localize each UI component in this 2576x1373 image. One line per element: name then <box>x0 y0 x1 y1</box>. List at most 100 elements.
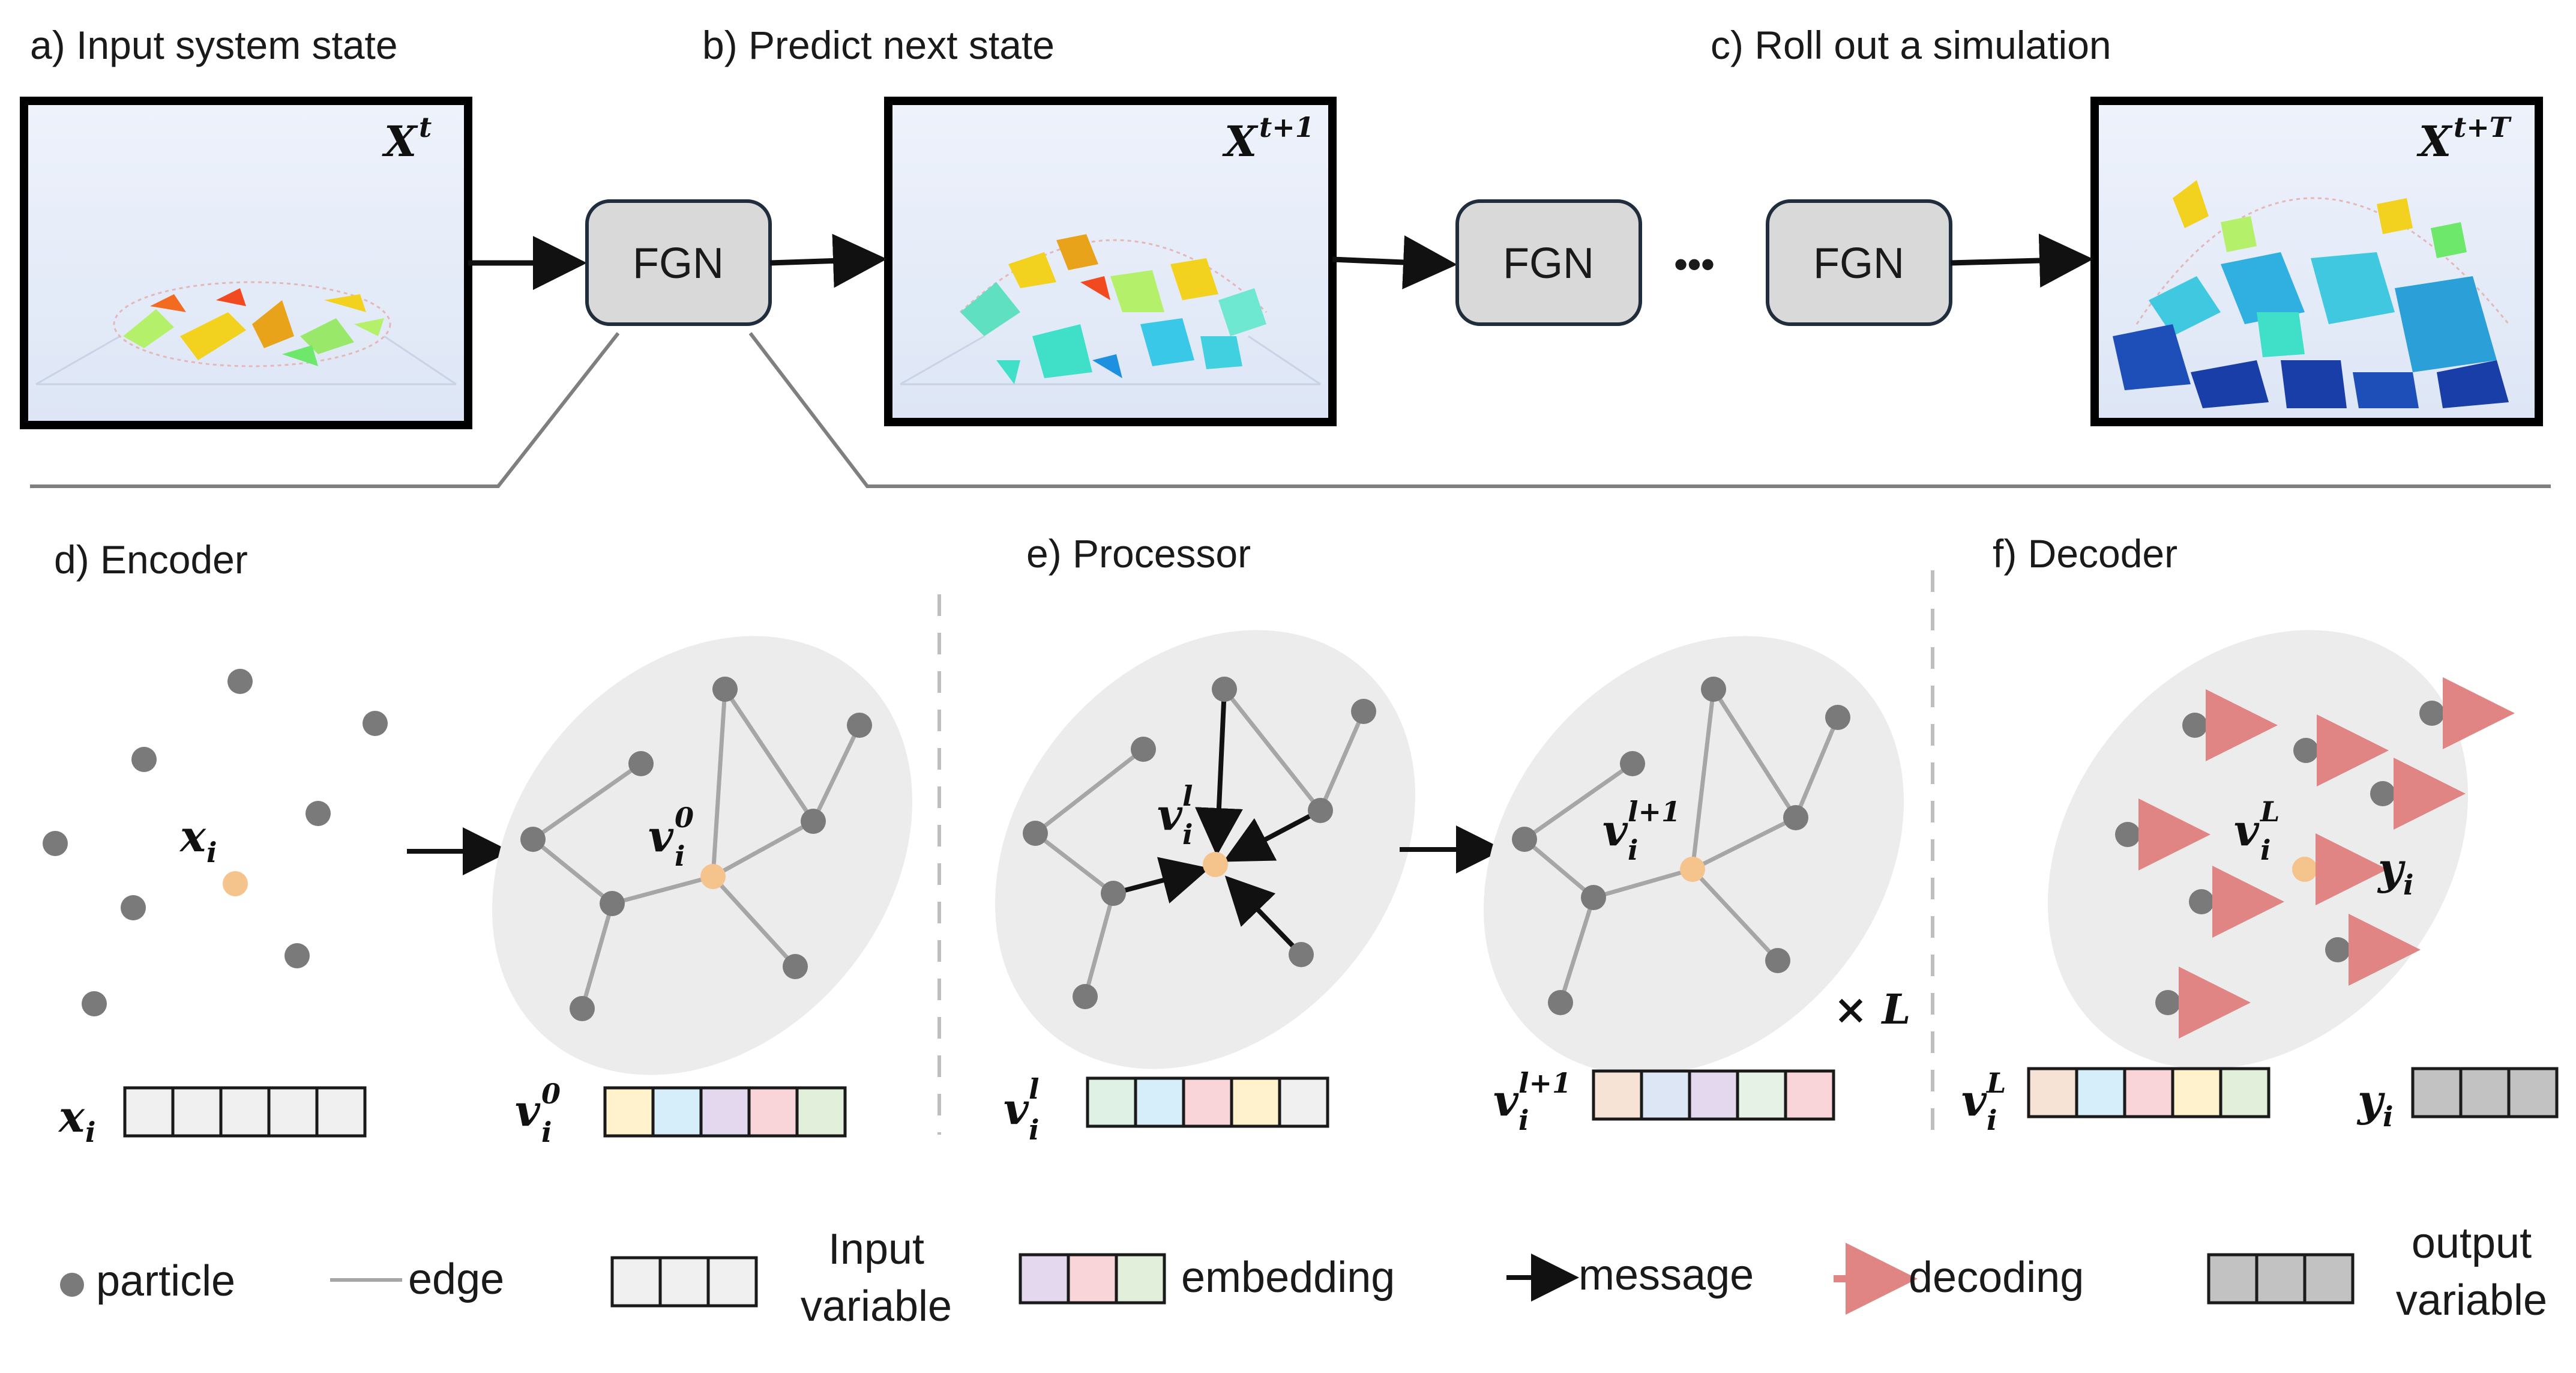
vector-cell <box>1784 1069 1835 1121</box>
focus-particle <box>1203 852 1228 877</box>
particle <box>1131 737 1156 762</box>
particle <box>1548 990 1573 1015</box>
vector-cell <box>2459 1067 2511 1118</box>
particle <box>1620 751 1645 776</box>
encoder-vector-label-v0-sup: 0 <box>541 1078 561 1110</box>
legend-particle-label: particle <box>96 1257 235 1305</box>
particle <box>284 943 310 968</box>
vector-cell <box>1086 1076 1137 1128</box>
particle <box>1351 699 1376 724</box>
particle <box>1701 677 1726 702</box>
processor-node-label-vl-sup: l <box>1182 780 1193 812</box>
processor-vector-label-vl-sub: i <box>1029 1114 1039 1146</box>
decoder-particles <box>2115 677 2515 1039</box>
legend-input-label-line1: Input <box>828 1225 924 1273</box>
particle <box>1073 984 1098 1009</box>
fgn-label-1: FGN <box>633 240 724 288</box>
decoder-node-label-vL: v <box>2234 804 2260 855</box>
particle <box>82 991 107 1016</box>
processor-vector-label-vl1: v <box>1493 1075 1519 1126</box>
graph-edges <box>531 688 862 1009</box>
encoder-vector-label-x-sub: i <box>85 1116 95 1148</box>
particle <box>1825 705 1850 730</box>
flow-arrow-b-fgn2 <box>1332 235 1457 289</box>
particle <box>2370 781 2395 806</box>
vector-cell <box>1688 1069 1739 1121</box>
particle <box>1512 827 1537 852</box>
vector-cell <box>2171 1067 2222 1118</box>
processor-node-label-vl1: v <box>1602 804 1628 855</box>
particle <box>2182 713 2207 738</box>
decoder-vector-label-vL-sub: i <box>1987 1104 1997 1136</box>
panel-c-title: c) Roll out a simulation <box>1711 23 2111 67</box>
vector-cell <box>171 1086 223 1138</box>
fgn-box-3[interactable]: FGN <box>1766 199 1952 326</box>
state-label-b-sup: t+1 <box>1259 111 1314 143</box>
fgn-box-2[interactable]: FGN <box>1455 199 1642 326</box>
particle <box>1783 805 1808 830</box>
graph-background <box>492 636 913 1075</box>
state-label-c-base: X <box>2416 116 2453 166</box>
particle-dome-b <box>959 234 1268 384</box>
vector-cell <box>1640 1069 1691 1121</box>
encoder-node-label-v0: v <box>648 810 674 862</box>
vector-cell <box>1278 1076 1329 1128</box>
encoder-graph <box>492 636 913 1075</box>
rollout-ellipsis: ••• <box>1674 243 1714 286</box>
particle <box>363 711 388 736</box>
particle <box>2325 937 2350 962</box>
particle <box>1023 821 1048 846</box>
legend-embedding-vector-icon <box>1019 1253 1166 1305</box>
vector-cell <box>651 1086 703 1138</box>
focus-particle <box>2292 857 2317 882</box>
embedding-vector-v0 <box>603 1086 847 1138</box>
decoder-vector-label-y-sub: i <box>2383 1100 2393 1133</box>
vector-cell <box>1182 1076 1233 1128</box>
vector-cell <box>706 1256 758 1308</box>
vector-cell <box>1230 1076 1281 1128</box>
processor-node-label-vl1-sub: i <box>1628 834 1638 866</box>
particle <box>121 895 146 920</box>
panel-e-title: e) Processor <box>1026 531 1251 576</box>
particle <box>847 713 872 738</box>
encoder-node-label-v0-sub: i <box>675 840 685 872</box>
state-label-c-sup: t+T <box>2454 111 2512 143</box>
vector-cell <box>1115 1253 1166 1305</box>
particle-dome-a <box>113 281 391 367</box>
particle <box>2293 738 2319 763</box>
input-vector-x <box>123 1086 367 1138</box>
particle <box>43 831 68 856</box>
decoder-vector-label-y: y <box>2356 1075 2385 1126</box>
vector-cell <box>2303 1253 2355 1305</box>
particle <box>227 669 253 694</box>
encoder-node-label-v0-sup: 0 <box>675 801 694 834</box>
fgn-label-3: FGN <box>1813 240 1904 288</box>
encoder-node-label-x: x <box>179 810 206 862</box>
fgn-label-2: FGN <box>1503 240 1594 288</box>
graph-edges <box>1034 687 1366 997</box>
vector-cell <box>267 1086 319 1138</box>
panel-b-title: b) Predict next state <box>702 23 1055 67</box>
fgn-box-1[interactable]: FGN <box>585 199 772 326</box>
particle <box>1289 942 1314 967</box>
vector-cell <box>795 1086 847 1138</box>
zoom-connector-right <box>748 332 2551 488</box>
vector-cell <box>2207 1253 2259 1305</box>
legend-particle-icon <box>60 1273 84 1297</box>
particle <box>131 747 157 772</box>
vector-cell <box>2123 1067 2174 1118</box>
particle <box>783 954 808 979</box>
particle <box>712 677 738 702</box>
legend: particle edge Input variable embedding m… <box>60 1219 2547 1330</box>
legend-output-vector-icon <box>2207 1253 2355 1305</box>
message-arrows <box>1112 689 1322 956</box>
state-label-b-base: X <box>1222 116 1259 166</box>
decoder-vector-label-vL-sup: L <box>1985 1067 2006 1099</box>
embedding-vector-vL <box>2027 1067 2271 1118</box>
encoder-vector-label-x: x <box>58 1091 85 1142</box>
panel-f-title: f) Decoder <box>1993 531 2177 576</box>
flow-arrow-fgn3-c <box>1950 233 2093 288</box>
decoder-vector-label-vL: v <box>1961 1075 1987 1126</box>
vector-cell <box>2027 1067 2078 1118</box>
